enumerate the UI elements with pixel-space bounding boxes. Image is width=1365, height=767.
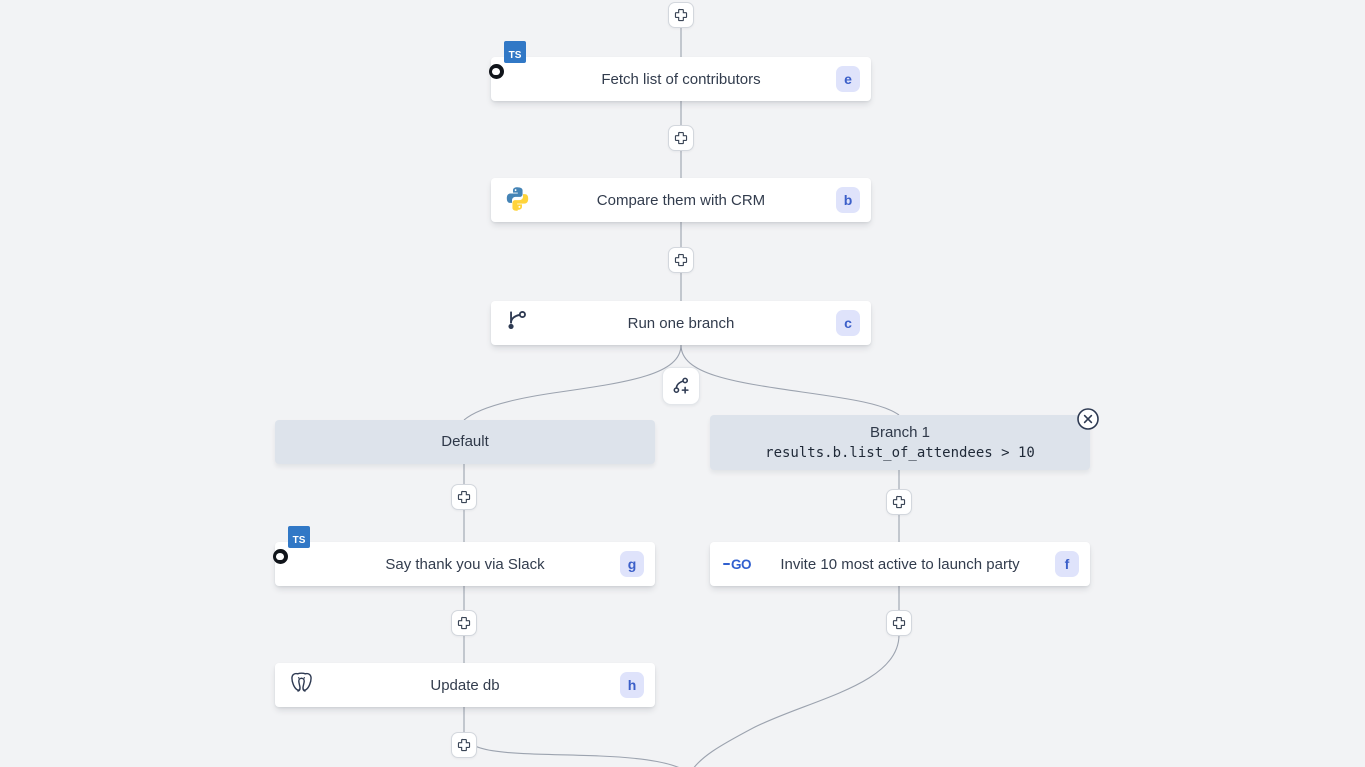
git-branch-icon — [504, 308, 534, 338]
step-label: Say thank you via Slack — [385, 555, 545, 573]
branch-title: Branch 1 — [869, 423, 931, 441]
branch-condition: results.b.list_of_attendees > 10 — [765, 444, 1035, 461]
plus-icon — [892, 616, 906, 630]
deno-icon — [489, 64, 504, 79]
plus-icon — [674, 8, 688, 22]
deno-icon — [273, 549, 288, 564]
step-label: Invite 10 most active to launch party — [780, 555, 1020, 573]
branch-header-default[interactable]: Default — [275, 420, 655, 464]
plus-icon — [674, 253, 688, 267]
step-label: Fetch list of contributors — [601, 70, 761, 88]
step-id-badge: h — [620, 672, 644, 698]
plus-icon — [457, 738, 471, 752]
git-branch-plus-icon — [673, 377, 689, 394]
flow-step-fetch-contributors[interactable]: TS Fetch list of contributors e — [489, 41, 871, 101]
branch-title: Default — [441, 433, 489, 450]
plus-icon — [674, 131, 688, 145]
insert-step-button[interactable] — [668, 247, 694, 273]
plus-icon — [457, 616, 471, 630]
step-id-badge: f — [1055, 551, 1079, 577]
insert-step-button[interactable] — [886, 610, 912, 636]
insert-step-button[interactable] — [886, 489, 912, 515]
add-branch-button[interactable] — [662, 367, 700, 405]
step-id-badge: b — [836, 187, 860, 213]
flow-step-invite-launch-party[interactable]: GO Invite 10 most active to launch party… — [710, 542, 1090, 586]
step-id-badge: c — [836, 310, 860, 336]
insert-step-button[interactable] — [451, 610, 477, 636]
close-icon — [1077, 408, 1099, 430]
postgresql-icon — [288, 670, 318, 700]
remove-branch-button[interactable] — [1075, 406, 1101, 432]
python-icon — [504, 185, 534, 215]
plus-icon — [892, 495, 906, 509]
typescript-deno-icon: TS — [273, 526, 318, 579]
flow-step-update-db[interactable]: Update db h — [275, 663, 655, 707]
insert-step-button-top[interactable] — [668, 2, 694, 28]
step-label: Update db — [430, 676, 500, 694]
go-icon: GO — [723, 549, 757, 579]
branch-header-branch1[interactable]: Branch 1 results.b.list_of_attendees > 1… — [710, 415, 1090, 470]
step-label: Run one branch — [627, 314, 735, 332]
typescript-deno-icon: TS — [489, 41, 534, 94]
plus-icon — [457, 490, 471, 504]
step-id-badge: e — [836, 66, 860, 92]
go-speed-line — [723, 563, 730, 565]
flow-step-slack-thanks[interactable]: TS Say thank you via Slack g — [273, 526, 655, 586]
typescript-icon: TS — [504, 41, 526, 63]
step-id-badge: g — [620, 551, 644, 577]
insert-step-button[interactable] — [668, 125, 694, 151]
insert-step-button[interactable] — [451, 732, 477, 758]
typescript-icon: TS — [288, 526, 310, 548]
flow-step-compare-crm[interactable]: Compare them with CRM b — [491, 178, 871, 222]
flow-step-run-one-branch[interactable]: Run one branch c — [491, 301, 871, 345]
insert-step-button[interactable] — [451, 484, 477, 510]
step-label: Compare them with CRM — [596, 191, 766, 209]
